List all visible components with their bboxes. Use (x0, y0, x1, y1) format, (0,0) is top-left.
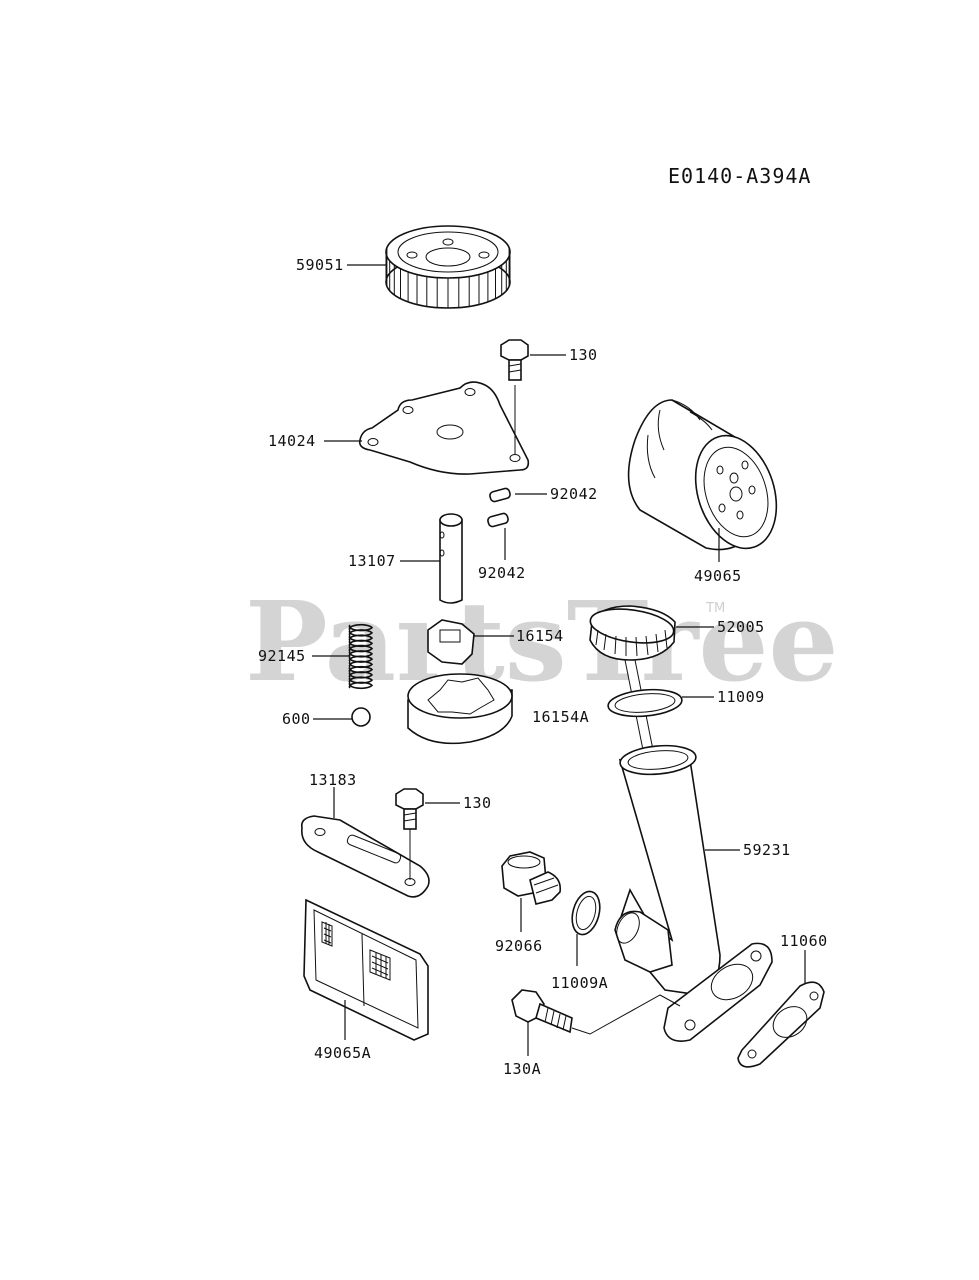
label-49065A[interactable]: 49065A (314, 1044, 371, 1062)
plate-14024[interactable] (358, 381, 530, 475)
label-130-top[interactable]: 130 (569, 346, 598, 364)
label-52005[interactable]: 52005 (717, 618, 765, 636)
gasket-11060[interactable] (737, 981, 825, 1068)
oring-11009[interactable] (607, 687, 683, 719)
label-16154[interactable]: 16154 (516, 627, 564, 645)
watermark-tm: TM (705, 601, 725, 616)
label-13183[interactable]: 13183 (309, 771, 357, 789)
label-49065[interactable]: 49065 (694, 567, 742, 585)
washer-11009A[interactable] (568, 888, 605, 937)
watermark: PartsTree (245, 577, 839, 706)
label-92066[interactable]: 92066 (495, 937, 543, 955)
gear-59051[interactable] (385, 225, 511, 309)
shaft-13107[interactable] (439, 513, 463, 604)
label-59231[interactable]: 59231 (743, 841, 791, 859)
oil-filter-49065[interactable] (627, 399, 790, 559)
label-14024[interactable]: 14024 (268, 432, 316, 450)
bracket-13183[interactable] (300, 815, 430, 898)
outer-rotor-16154A[interactable] (407, 673, 513, 745)
inner-rotor-16154[interactable] (427, 619, 475, 665)
pin-92042-a[interactable] (489, 487, 511, 503)
drain-plug-92066[interactable] (501, 851, 562, 905)
label-130-mid[interactable]: 130 (463, 794, 492, 812)
bolt-130-mid[interactable] (395, 788, 424, 830)
ball-600[interactable] (351, 707, 371, 727)
strainer-49065A[interactable] (303, 898, 429, 1041)
label-11060[interactable]: 11060 (780, 932, 828, 950)
label-59051[interactable]: 59051 (296, 256, 344, 274)
label-11009A[interactable]: 11009A (551, 974, 608, 992)
label-13107[interactable]: 13107 (348, 552, 396, 570)
bolt-130-top[interactable] (500, 339, 529, 381)
label-130A[interactable]: 130A (503, 1060, 541, 1078)
pin-92042-b[interactable] (487, 512, 509, 528)
label-11009[interactable]: 11009 (717, 688, 765, 706)
spring-92145[interactable] (348, 623, 374, 690)
bolt-130A[interactable] (511, 989, 573, 1034)
label-92042-a[interactable]: 92042 (550, 485, 598, 503)
diagram-code: E0140-A394A (668, 164, 811, 188)
label-16154A[interactable]: 16154A (532, 708, 589, 726)
dipstick-cap-52005[interactable] (588, 604, 676, 761)
label-92042-b[interactable]: 92042 (478, 564, 526, 582)
label-92145[interactable]: 92145 (258, 647, 306, 665)
label-600[interactable]: 600 (282, 710, 311, 728)
filler-tube-59231[interactable] (612, 743, 773, 1042)
